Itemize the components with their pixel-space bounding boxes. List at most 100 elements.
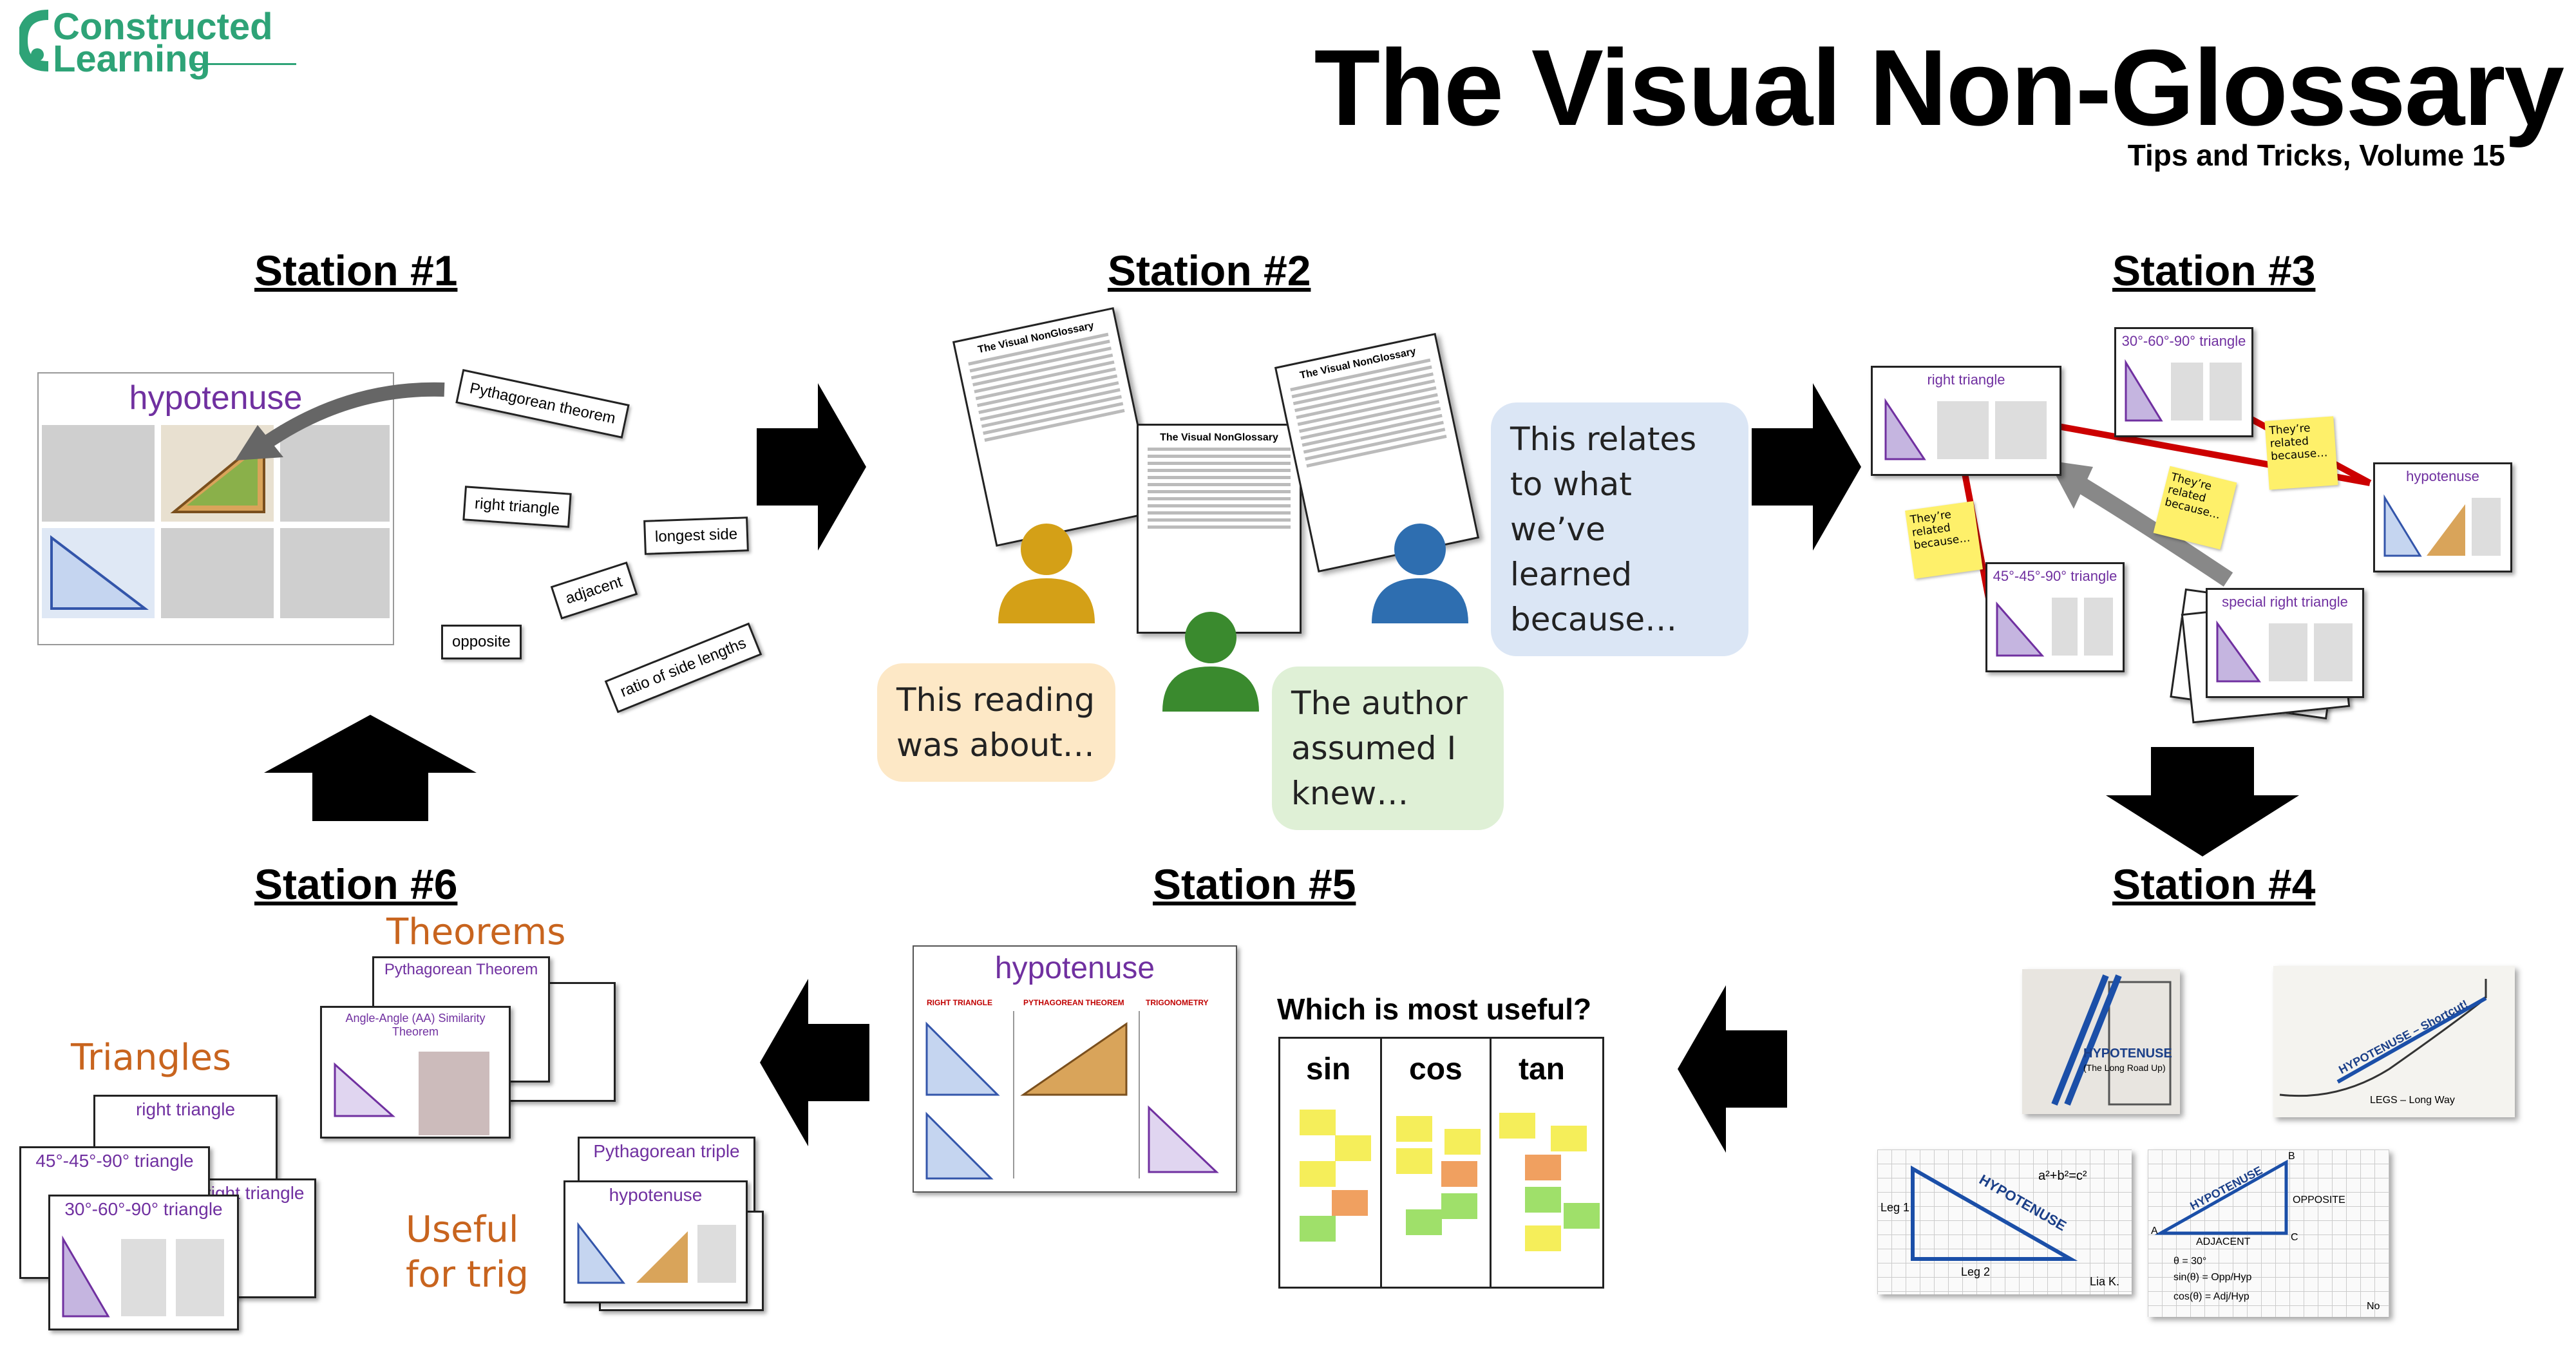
sticky-note — [1332, 1190, 1368, 1216]
photo-grid-2-author: No — [2367, 1301, 2380, 1312]
station-5-title: Station #5 — [1153, 860, 1356, 908]
label-triangles: Triangles — [71, 1037, 232, 1079]
s6-card-30-60-90-title: 30°-60°-90° triangle — [64, 1199, 223, 1219]
s6-card-45-45-90-title: 45°-45°-90° triangle — [35, 1151, 194, 1171]
photo-grid-2: HYPOTENUSE OPPOSITE ADJACENT A B C θ = 3… — [2148, 1149, 2389, 1317]
board-col-tan: tan — [1519, 1052, 1565, 1086]
s3-card-45-45-90[interactable]: 45°-45°-90° triangle — [1985, 562, 2125, 672]
word-card-right-triangle[interactable]: right triangle — [462, 486, 572, 528]
s6-card-aa-title: Angle-Angle (AA) Similarity Theorem — [345, 1012, 486, 1038]
person-blue-icon — [1372, 524, 1468, 623]
photo-grid-1-leg1: Leg 1 — [1880, 1201, 1910, 1214]
bubble-blue: This relates to what we’ve learned becau… — [1491, 402, 1748, 656]
sticky-note — [1396, 1148, 1432, 1174]
arrow-up-icon — [264, 715, 477, 821]
sticky-note — [1525, 1187, 1561, 1213]
photo-grid-2-sin: sin(θ) = Opp/Hyp — [2174, 1272, 2252, 1283]
sticky-note — [1499, 1113, 1535, 1139]
logo-mark-icon — [19, 10, 49, 71]
photo-grid-2-theta: θ = 30° — [2174, 1256, 2207, 1267]
s3-card-hypotenuse-title: hypotenuse — [2406, 468, 2479, 484]
sticky-note — [1406, 1209, 1442, 1235]
s6-card-30-60-90[interactable]: 30°-60°-90° triangle — [48, 1195, 239, 1330]
card-triangle-icon — [334, 1052, 489, 1135]
brand-underline — [193, 63, 296, 65]
page-title: The Visual Non-Glossary — [1314, 27, 2564, 148]
station-4-title: Station #4 — [2112, 860, 2316, 908]
photo-grid-2-c: C — [2291, 1232, 2298, 1243]
hill-sketch-icon — [2279, 979, 2487, 1097]
useful-board: sin cos tan — [1278, 1037, 1604, 1289]
photo-ladder: HYPOTENUSE (The Long Road Up) — [2022, 969, 2180, 1114]
board-col-sin: sin — [1306, 1052, 1351, 1086]
triangle-sketch-icon — [2154, 1159, 2288, 1235]
station5-poster-art — [925, 1011, 1219, 1180]
word-card-ratio[interactable]: ratio of side lengths — [604, 622, 762, 714]
photo-shortcut-sub: LEGS – Long Way — [2370, 1095, 2455, 1106]
word-card-opposite[interactable]: opposite — [441, 625, 522, 659]
station1-poster: hypotenuse — [37, 372, 394, 645]
photo-grid-2-a: A — [2151, 1225, 2158, 1236]
sticky-note-1: They’re related because… — [2264, 416, 2338, 490]
s3-card-45-45-90-title: 45°-45°-90° triangle — [1993, 568, 2117, 584]
s6-card-triple-title: Pythagorean triple — [593, 1141, 740, 1161]
arrow-right-2-icon — [1752, 383, 1861, 551]
word-card-adjacent[interactable]: adjacent — [550, 562, 638, 620]
station1-curved-arrow-icon — [235, 382, 445, 460]
word-card-longest-side[interactable]: longest side — [643, 516, 749, 555]
reading-doc-2-title: The Visual NonGlossary — [1160, 432, 1278, 443]
s6-card-hypotenuse-title: hypotenuse — [609, 1185, 703, 1205]
sticky-note — [1300, 1161, 1336, 1187]
card-triangle-icon — [577, 1222, 736, 1284]
station5-poster: hypotenuse RIGHT TRIANGLE PYTHAGOREAN TH… — [913, 945, 1237, 1193]
s6-card-hypotenuse[interactable]: hypotenuse — [564, 1180, 748, 1303]
reading-doc-2: The Visual NonGlossary — [1137, 424, 1302, 634]
photo-grid-2-opposite: OPPOSITE — [2293, 1195, 2345, 1206]
sticky-note — [1396, 1116, 1432, 1142]
sticky-note — [1300, 1216, 1336, 1242]
word-card-pythagorean[interactable]: Pythagorean theorem — [455, 369, 630, 439]
brand-logo: Constructed Learning — [19, 5, 296, 80]
sticky-note — [1335, 1135, 1371, 1161]
board-title: Which is most useful? — [1277, 992, 1592, 1026]
sticky-note — [1441, 1193, 1477, 1219]
s3-card-special-right[interactable]: special right triangle — [2206, 588, 2364, 698]
s6-card-aa-similarity[interactable]: Angle-Angle (AA) Similarity Theorem — [320, 1006, 511, 1139]
photo-ladder-label: HYPOTENUSE — [2083, 1046, 2172, 1061]
person-green-icon — [1162, 612, 1259, 712]
s3-card-hypotenuse[interactable]: hypotenuse — [2373, 462, 2512, 572]
label-theorems: Theorems — [386, 911, 566, 953]
sticky-note — [1300, 1110, 1336, 1135]
photo-grid-2-cos: cos(θ) = Adj/Hyp — [2174, 1291, 2249, 1302]
station5-poster-title: hypotenuse — [994, 951, 1155, 985]
station-6-title: Station #6 — [254, 860, 458, 908]
board-col-cos: cos — [1409, 1052, 1463, 1086]
photo-ladder-sub: (The Long Road Up) — [2083, 1063, 2166, 1073]
triangle-sketch-icon — [1911, 1165, 2078, 1261]
s3-card-30-60-90[interactable]: 30°-60°-90° triangle — [2114, 327, 2253, 437]
photo-grid-1-leg2: Leg 2 — [1961, 1265, 1991, 1278]
reading-doc-1: The Visual NonGlossary — [952, 307, 1158, 547]
ladder-sketch-icon — [2051, 974, 2172, 1106]
arrow-right-1-icon — [757, 383, 866, 551]
s3-card-right-triangle[interactable]: right triangle — [1871, 366, 2061, 476]
label-useful-for-trig: Useful for trig — [406, 1209, 529, 1296]
station5-col-1: RIGHT TRIANGLE — [927, 998, 992, 1007]
sticky-note — [1564, 1203, 1600, 1229]
card-triangle-icon — [1884, 398, 2047, 460]
photo-shortcut: HYPOTENUSE – Shortcut! LEGS – Long Way — [2273, 966, 2515, 1117]
bubble-orange: This reading was about… — [877, 663, 1115, 782]
photo-grid-1: HYPOTENUSE a²+b²=c² Leg 1 Leg 2 Lia K. — [1877, 1149, 2132, 1294]
brand-line2: Learning — [53, 38, 211, 80]
sticky-note — [1525, 1155, 1561, 1180]
card-triangle-icon — [2216, 620, 2353, 683]
station1-poster-title: hypotenuse — [129, 379, 303, 417]
triangle-diagram-icon — [50, 534, 149, 610]
s3-card-right-triangle-title: right triangle — [1927, 372, 2005, 388]
card-triangle-icon — [1996, 598, 2113, 657]
s3-card-30-60-90-title: 30°-60°-90° triangle — [2121, 333, 2246, 349]
arrow-down-icon — [2106, 747, 2299, 856]
s6-card-pythagorean-title: Pythagorean Theorem — [384, 961, 538, 978]
s3-card-special-right-title: special right triangle — [2222, 594, 2348, 610]
bubble-green: The author assumed I knew… — [1272, 667, 1504, 830]
